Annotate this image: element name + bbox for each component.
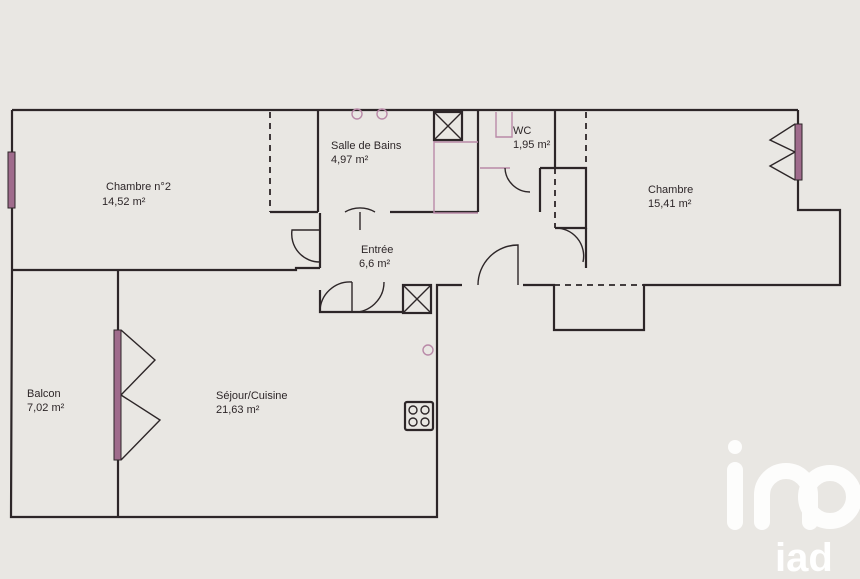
room-area-chambre: 15,41 m² — [648, 198, 692, 210]
window-chambre — [794, 123, 803, 181]
logo-o — [798, 465, 860, 529]
door-wc — [504, 167, 531, 193]
window-chambre2 — [7, 151, 16, 209]
room-area-sejour-cuisine: 21,63 m² — [216, 404, 260, 416]
wall-entry-lower-left — [318, 290, 403, 314]
outer-wall-right — [523, 110, 842, 332]
doors — [291, 167, 585, 313]
dashed-partitions — [269, 112, 644, 286]
room-area-entree: 6,6 m² — [359, 258, 391, 270]
iad-logo-text: iad — [775, 536, 833, 579]
room-name-balcon: Balcon — [27, 388, 61, 400]
door-bathroom — [344, 207, 376, 230]
wall-closet-right — [540, 166, 588, 230]
room-name-chambre-n2: Chambre n°2 — [106, 181, 171, 193]
iad-logo — [727, 440, 860, 530]
door-entry-west — [291, 229, 321, 263]
room-area-chambre-n2: 14,52 m² — [102, 196, 146, 208]
outer-wall-left — [9, 110, 439, 519]
kitchen-sink — [422, 344, 434, 356]
room-name-sejour-cuisine: Séjour/Cuisine — [216, 390, 288, 402]
room-area-salle-de-bains: 4,97 m² — [331, 154, 369, 166]
room-name-chambre: Chambre — [648, 184, 693, 196]
door-chambre — [477, 244, 519, 286]
windows — [7, 123, 803, 461]
entry-south-wall — [435, 283, 462, 313]
sink-right — [376, 108, 388, 120]
stove-icon — [403, 400, 435, 432]
window-balcon-door — [113, 329, 122, 461]
balcon-door-leaves — [120, 329, 162, 461]
duct-bathroom — [432, 110, 464, 142]
wc-bowl — [495, 112, 513, 138]
room-name-salle-de-bains: Salle de Bains — [331, 140, 402, 152]
sink-left — [351, 108, 363, 120]
room-name-wc: WC — [513, 125, 531, 137]
duct-entry — [401, 283, 433, 315]
logo-dot — [728, 440, 742, 454]
door-entry-main — [319, 281, 385, 313]
room-area-balcon: 7,02 m² — [27, 402, 65, 414]
interior-walls — [12, 110, 588, 517]
room-area-wc: 1,95 m² — [513, 139, 551, 151]
room-labels: Chambre n°2 14,52 m² Salle de Bains 4,97… — [27, 125, 693, 416]
door-closet-right — [554, 227, 585, 263]
chambre-window-leaves — [768, 123, 796, 181]
ventilation-boxes — [401, 110, 464, 315]
wall-chambre2-south — [12, 266, 320, 272]
bathtub-outline — [433, 112, 478, 214]
room-name-entree: Entrée — [361, 244, 393, 256]
